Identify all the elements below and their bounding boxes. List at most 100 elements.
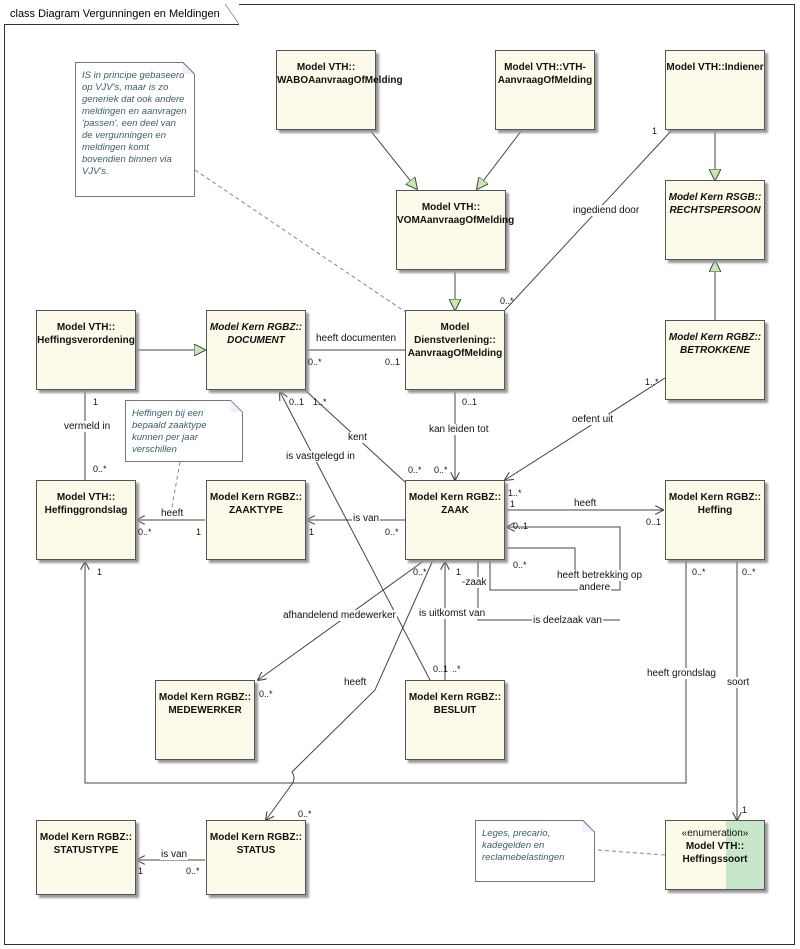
class-hv-name: Heffingsverordening — [37, 335, 135, 346]
mult-zt-hg: 1 — [196, 527, 202, 537]
edge-zaak-self-1 — [489, 527, 621, 591]
mult-hg-top: 0..* — [93, 464, 107, 474]
class-hg-name: Heffinggrondslag — [44, 505, 128, 516]
class-statustype-name: STATUSTYPE — [53, 845, 119, 856]
note-heffingen: Heffingen bij een bepaald zaaktype kunne… — [125, 400, 243, 462]
class-vthvth-name: AanvraagOfMelding — [497, 75, 593, 86]
class-heffingsverordening[interactable]: Model VTH:: Heffingsverordening — [36, 310, 136, 390]
class-medewerker-name: MEDEWERKER — [168, 705, 242, 716]
class-heffingssoort[interactable]: «enumeration» Model VTH:: Heffingssoort — [665, 820, 765, 890]
class-status-pre: Model Kern RGBZ:: — [209, 832, 303, 843]
class-besluit-pre: Model Kern RGBZ:: — [408, 692, 502, 703]
class-indiener[interactable]: Model VTH::Indiener — [665, 50, 765, 130]
mult-zaak-1n: 1..* — [508, 488, 522, 498]
mult-doc-dienst: 0..* — [308, 357, 322, 367]
class-vthvth-pre: Model VTH::VTH- — [504, 62, 586, 73]
class-wabo-pre: Model VTH:: — [296, 62, 356, 73]
class-rechtspersoon-name: RECHTSPERSOON — [669, 205, 761, 216]
mult-doc-1n: 1..* — [313, 397, 327, 407]
label-heeft-heffing: heeft — [573, 498, 598, 509]
class-zaaktype-pre: Model Kern RGBZ:: — [209, 492, 303, 503]
class-statustype-pre: Model Kern RGBZ:: — [39, 832, 133, 843]
note-is-vjv: IS in principe gebaseerd op VJV's, maar … — [75, 62, 195, 197]
class-heffinggrondslag[interactable]: Model VTH:: Heffinggrondslag — [36, 480, 136, 560]
class-betrokkene[interactable]: Model Kern RGBZ:: BETROKKENE — [665, 320, 765, 400]
class-hg-pre: Model VTH:: — [56, 492, 116, 503]
class-besluit-name: BESLUIT — [433, 705, 477, 716]
class-heffing-name: Heffing — [697, 505, 733, 516]
class-medewerker-pre: Model Kern RGBZ:: — [158, 692, 252, 703]
label-is-van-zaak: is van — [352, 513, 381, 524]
class-vth-aanvraag[interactable]: Model VTH::VTH- AanvraagOfMelding — [495, 50, 595, 130]
mult-medewerker: 0..* — [259, 689, 273, 699]
note-leges: Leges, precario, kadegelden en reclamebe… — [475, 820, 595, 882]
label-zaak-role: -zaak — [461, 577, 488, 588]
class-status-name: STATUS — [236, 845, 276, 856]
edge-besluit-document — [280, 392, 431, 681]
class-zaaktype-name: ZAAKTYPE — [229, 505, 283, 516]
label-heeft-betrekking-op: heeft betrekking op — [556, 570, 644, 581]
mult-dienst-doc: 0..1 — [385, 357, 401, 367]
class-statustype[interactable]: Model Kern RGBZ:: STATUSTYPE — [36, 820, 136, 895]
class-besluit[interactable]: Model Kern RGBZ:: BESLUIT — [405, 680, 505, 760]
mult-zaak-self-01: 0..1 — [513, 521, 529, 531]
mult-doc-01: 0..1 — [289, 397, 305, 407]
class-zaak[interactable]: Model Kern RGBZ:: ZAAK — [405, 480, 505, 560]
class-zaak-pre: Model Kern RGBZ:: — [408, 492, 502, 503]
class-heffing[interactable]: Model Kern RGBZ:: Heffing — [665, 480, 765, 560]
class-wabo[interactable]: Model VTH:: WABOAanvraagOfMelding — [276, 50, 403, 130]
label-kan-leiden-tot: kan leiden tot — [428, 424, 490, 435]
class-zaaktype[interactable]: Model Kern RGBZ:: ZAAKTYPE — [206, 480, 306, 560]
class-dienst-name: Dienstverlening:: — [414, 335, 496, 346]
mult-zaak-doc: 0..* — [408, 465, 422, 475]
mult-zaak-1-b: 1 — [456, 567, 462, 577]
class-dienstverlening[interactable]: Model Dienstverlening:: AanvraagOfMeldin… — [405, 310, 505, 390]
mult-zaak-dienst: 0..* — [434, 465, 448, 475]
mult-besluit-0n: ..* — [452, 664, 461, 674]
mult-zaak-bl: 0..* — [413, 567, 427, 577]
class-heffing-pre: Model Kern RGBZ:: — [668, 492, 762, 503]
edge-vthvth-voma — [477, 129, 523, 189]
label-is-deelzaak-van: is deelzaak van — [532, 615, 603, 626]
mult-hg-bottom: 1 — [97, 567, 103, 577]
mult-status-top: 0..* — [298, 809, 312, 819]
mult-dienst-zaak: 0..1 — [462, 397, 478, 407]
label-oefent-uit: oefent uit — [571, 414, 615, 425]
class-wabo-name: WABOAanvraagOfMelding — [277, 75, 403, 86]
mult-zaak-zt: 0..* — [385, 527, 399, 537]
mult-heffing-b: 0..* — [742, 567, 756, 577]
class-rechtspersoon[interactable]: Model Kern RSGB:: RECHTSPERSOON — [665, 180, 765, 260]
edge-note-heffingen — [169, 461, 181, 519]
mult-zt-zaak: 1 — [309, 527, 315, 537]
class-betrokkene-name: BETROKKENE — [679, 345, 750, 356]
mult-indiener: 1 — [652, 126, 658, 136]
label-afhandelend-medewerker: afhandelend medewerker — [282, 610, 397, 621]
class-heffingssoort-stereo: «enumeration» — [681, 828, 749, 839]
diagram-title: class Diagram Vergunningen en Meldingen — [4, 4, 239, 25]
class-document-name: DOCUMENT — [227, 335, 285, 346]
class-dienst-name2: AanvraagOfMelding — [407, 348, 503, 359]
class-heffingssoort-pre: Model VTH:: — [685, 841, 745, 852]
mult-hg-zaaktype: 0..* — [138, 527, 152, 537]
class-document-pre: Model Kern RGBZ:: — [209, 322, 303, 333]
edge-wabo-voma — [369, 129, 417, 189]
class-medewerker[interactable]: Model Kern RGBZ:: MEDEWERKER — [155, 680, 255, 760]
class-dienst-pre: Model — [440, 322, 470, 333]
mult-statustype: 1 — [138, 866, 144, 876]
edge-indiener-dienst — [504, 129, 673, 311]
class-voma[interactable]: Model VTH:: VOMAanvraagOfMelding — [396, 190, 514, 270]
label-heeft-grondslag: heeft grondslag — [646, 668, 717, 679]
class-zaak-name: ZAAK — [441, 505, 469, 516]
label-ingediend-door: ingediend door — [572, 205, 641, 216]
label-heeft-zaaktype: heeft — [160, 508, 185, 519]
mult-zaak-1: 1 — [510, 499, 516, 509]
mult-dienst-indiener: 0..* — [500, 296, 514, 306]
mult-heffing-01: 0..1 — [646, 517, 662, 527]
label-vermeld-in: vermeld in — [63, 421, 112, 432]
class-status[interactable]: Model Kern RGBZ:: STATUS — [206, 820, 306, 895]
label-is-uitkomst-van: is uitkomst van — [418, 608, 487, 619]
mult-besluit-01: 0..1 — [433, 664, 449, 674]
label-heeft-status: heeft — [343, 677, 368, 688]
label-andere: andere — [578, 582, 612, 593]
class-document[interactable]: Model Kern RGBZ:: DOCUMENT — [206, 310, 306, 390]
